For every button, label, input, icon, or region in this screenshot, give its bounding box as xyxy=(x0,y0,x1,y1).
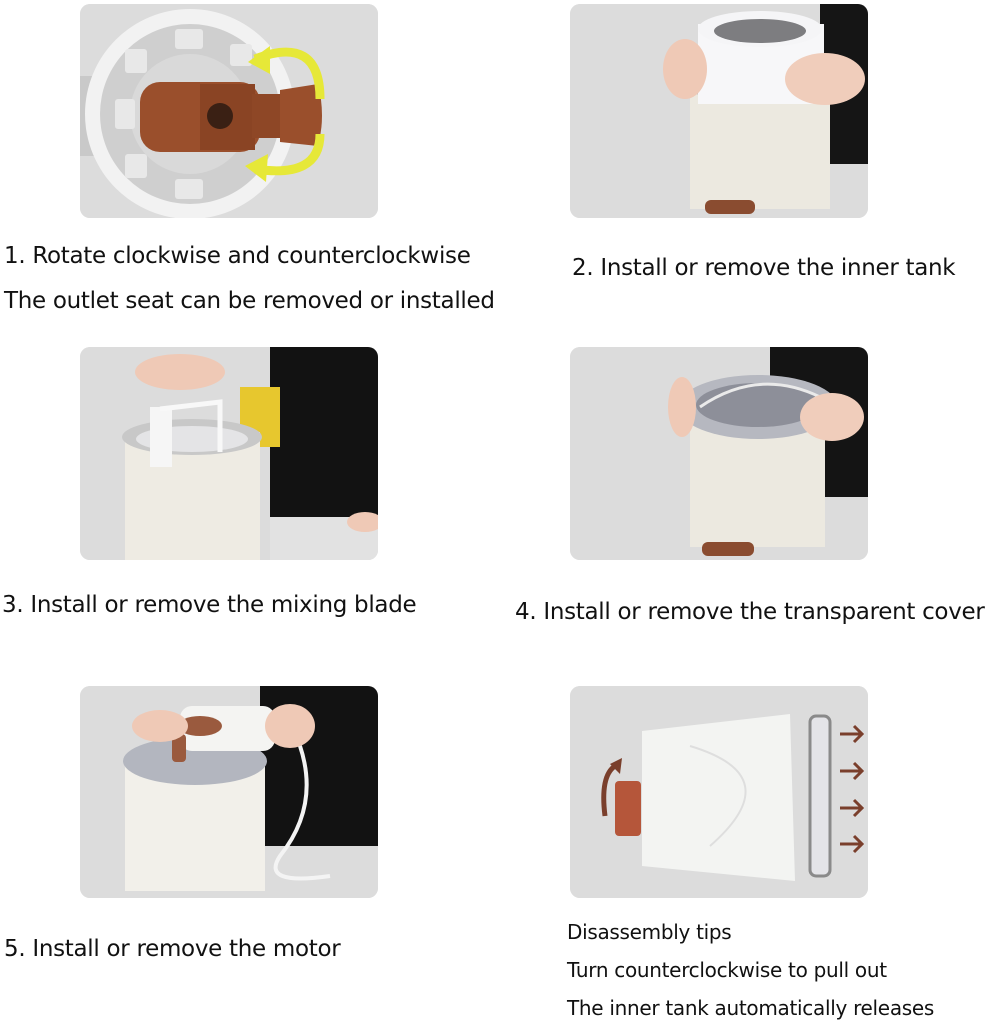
tips-title: Disassembly tips xyxy=(567,920,732,944)
step-1-image-outlet-seat xyxy=(80,4,378,218)
motor-illustration xyxy=(80,686,378,898)
step-2-caption: 2. Install or remove the inner tank xyxy=(572,255,956,281)
step-1-caption-line1: 1. Rotate clockwise and counterclockwise xyxy=(4,243,471,269)
step-4-image-transparent-cover xyxy=(570,347,868,560)
outlet-seat-illustration xyxy=(80,4,378,218)
step-4-caption: 4. Install or remove the transparent cov… xyxy=(515,599,985,625)
arrow-right-icons xyxy=(840,724,865,854)
step-3-caption: 3. Install or remove the mixing blade xyxy=(2,592,417,618)
step-5-image-motor xyxy=(80,686,378,898)
disassembly-illustration xyxy=(570,686,868,898)
tips-line2: The inner tank automatically releases xyxy=(567,996,935,1020)
step-5-caption: 5. Install or remove the motor xyxy=(4,936,341,962)
mixing-blade-illustration xyxy=(80,347,378,560)
transparent-cover-illustration xyxy=(570,347,868,560)
tips-line1: Turn counterclockwise to pull out xyxy=(567,958,887,982)
tips-image-disassembly xyxy=(570,686,868,898)
step-3-image-mixing-blade xyxy=(80,347,378,560)
step-1-caption-line2: The outlet seat can be removed or instal… xyxy=(4,288,495,314)
inner-tank-illustration xyxy=(570,4,868,218)
step-2-image-inner-tank xyxy=(570,4,868,218)
